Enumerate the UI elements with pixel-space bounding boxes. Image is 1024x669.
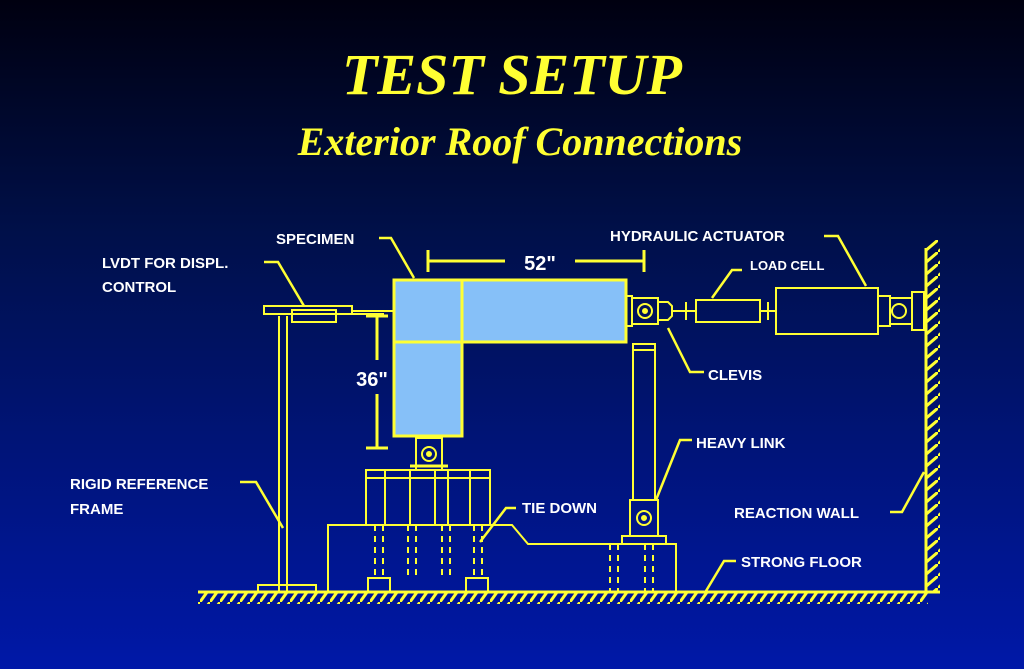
dimension-36: 36" <box>356 369 388 391</box>
clevis <box>625 295 673 327</box>
strong-floor-ground <box>198 590 940 604</box>
lvdt <box>263 305 396 323</box>
page-title: TEST SETUP <box>342 42 682 107</box>
label-strong-floor: STRONG FLOOR <box>741 554 862 571</box>
specimen <box>392 278 628 438</box>
label-clevis: CLEVIS <box>708 367 762 384</box>
tie-down-plates <box>367 577 489 593</box>
label-tie-down: TIE DOWN <box>522 500 597 517</box>
strong-floor-block <box>327 524 677 592</box>
specimen-pedestal <box>365 469 491 526</box>
label-lvdt-line1: LVDT FOR DISPL. <box>102 255 228 272</box>
label-rigid-frame-line2: FRAME <box>70 501 123 518</box>
page-subtitle: Exterior Roof Connections <box>297 119 743 164</box>
leader-lines <box>240 234 926 592</box>
load-cell <box>695 299 776 323</box>
dimension-52: 52" <box>524 253 556 275</box>
tie-down-rods <box>374 525 654 592</box>
label-reaction-wall: REACTION WALL <box>734 505 859 522</box>
hydraulic-actuator <box>775 287 925 335</box>
label-hydraulic-actuator: HYDRAULIC ACTUATOR <box>610 228 785 245</box>
label-rigid-frame-line1: RIGID REFERENCE <box>70 476 208 493</box>
label-lvdt-line2: CONTROL <box>102 279 176 296</box>
reaction-wall <box>924 240 940 592</box>
rigid-reference-frame <box>257 316 317 593</box>
heavy-link <box>621 343 667 545</box>
specimen-base-clevis <box>410 437 448 471</box>
dimension-lines <box>366 250 646 450</box>
label-specimen: SPECIMEN <box>276 231 354 248</box>
label-load-cell: LOAD CELL <box>750 258 824 273</box>
label-heavy-link: HEAVY LINK <box>696 435 786 452</box>
